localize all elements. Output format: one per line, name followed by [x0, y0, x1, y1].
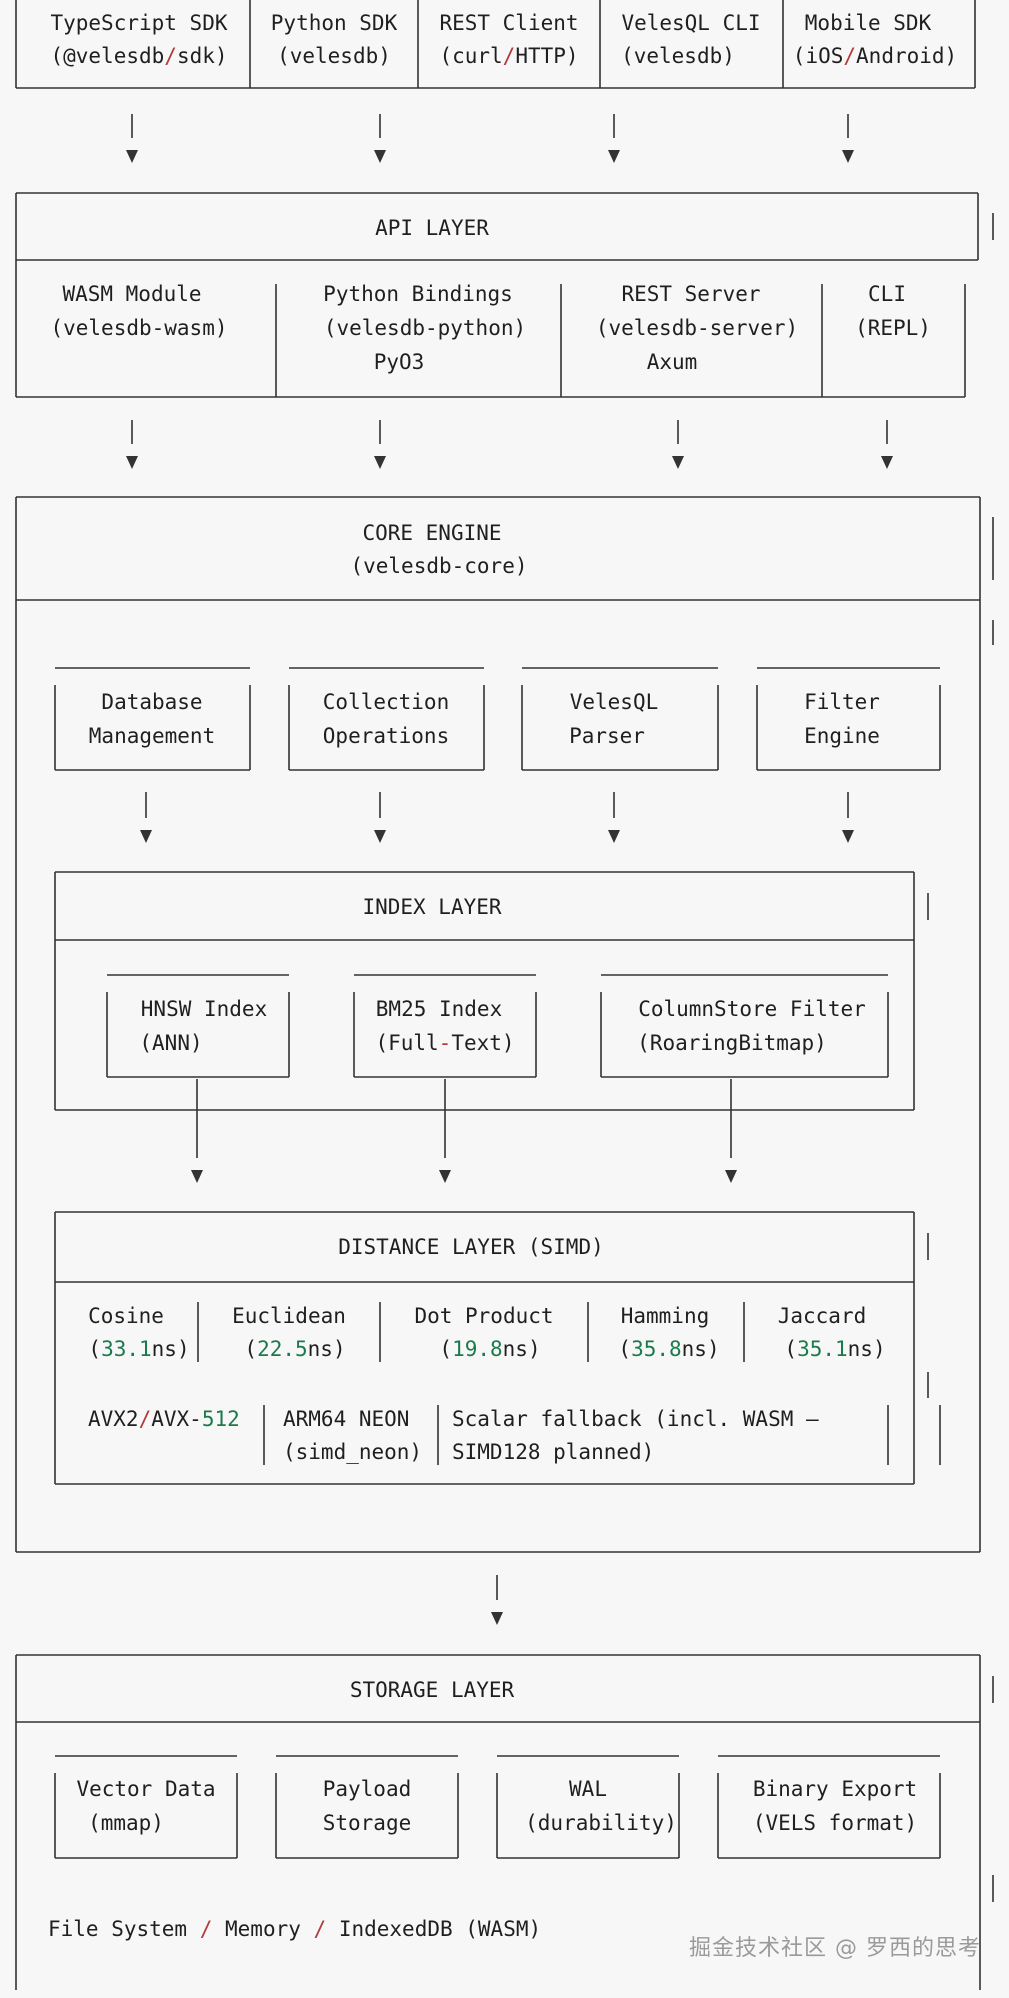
core-module-collection: Collection Operations	[288, 667, 485, 771]
client-python-name: Python SDK	[271, 11, 398, 35]
storage-vector-data: Vector Data (mmap)	[54, 1755, 238, 1859]
api-cli-name: CLI	[868, 282, 906, 306]
index-columnstore-name: ColumnStore Filter	[638, 997, 866, 1021]
core-module-collection-line1: Collection	[323, 690, 449, 714]
storage-payload-line2: Storage	[323, 1811, 412, 1835]
distance-layer: DISTANCE LAYER (SIMD) Cosine (33.1ns) Eu…	[54, 1211, 941, 1485]
api-layer: API LAYER WASM Module (velesdb-wasm) Pyt…	[15, 192, 994, 398]
index-bm25-sub: (Full-Text)	[375, 1031, 514, 1055]
storage-binary-export-line1: Binary Export	[753, 1777, 917, 1801]
api-rest-name: REST Server	[621, 282, 760, 306]
storage-layer-title: STORAGE LAYER	[350, 1678, 515, 1702]
arrows-modules-to-index	[140, 792, 854, 843]
api-cli-sub: (REPL)	[855, 316, 931, 340]
core-module-filter-line2: Engine	[804, 724, 880, 748]
index-hnsw-sub: (ANN)	[139, 1031, 202, 1055]
arrows-clients-to-api	[126, 114, 854, 163]
core-module-database-line1: Database	[101, 690, 202, 714]
api-rest-sub: (velesdb-server)	[596, 316, 798, 340]
api-python-extra: PyO3	[374, 350, 425, 374]
api-wasm-name: WASM Module	[62, 282, 201, 306]
core-module-database-line2: Management	[89, 724, 215, 748]
metric-euclidean-name: Euclidean	[232, 1304, 346, 1328]
storage-layer: STORAGE LAYER Vector Data (mmap) Payload…	[15, 1654, 994, 1990]
core-module-collection-line2: Operations	[323, 724, 449, 748]
core-engine-subtitle: (velesdb-core)	[350, 554, 527, 578]
watermark: 掘金技术社区 @ 罗西的思考	[689, 1936, 981, 1961]
arrows-api-to-core	[126, 420, 893, 469]
index-hnsw: HNSW Index (ANN)	[106, 974, 290, 1078]
metric-hamming-value: (35.8ns)	[618, 1337, 719, 1361]
client-typescript-name: TypeScript SDK	[50, 11, 227, 35]
api-wasm-sub: (velesdb-wasm)	[50, 316, 227, 340]
storage-vector-data-line2: (mmap)	[88, 1811, 164, 1835]
client-typescript-sub: (@velesdb/sdk)	[50, 44, 227, 68]
simd-scalar-line1: Scalar fallback (incl. WASM —	[452, 1407, 819, 1431]
core-module-filter-line1: Filter	[804, 690, 880, 714]
client-python-sub: (velesdb)	[277, 44, 391, 68]
metric-jaccard-value: (35.1ns)	[784, 1337, 885, 1361]
distance-simd-row: AVX2/AVX-512 ARM64 NEON (simd_neon) Scal…	[88, 1405, 941, 1465]
index-columnstore: ColumnStore Filter (RoaringBitmap)	[600, 974, 889, 1078]
arrow-core-to-storage	[491, 1575, 503, 1625]
index-layer: INDEX LAYER HNSW Index (ANN) BM25 Index …	[54, 871, 929, 1111]
storage-binary-export: Binary Export (VELS format)	[717, 1755, 941, 1859]
index-bm25-name: BM25 Index	[376, 997, 502, 1021]
core-engine-title: CORE ENGINE	[362, 521, 501, 545]
api-python-name: Python Bindings	[323, 282, 513, 306]
simd-scalar-line2: SIMD128 planned)	[452, 1440, 654, 1464]
client-velesql-name: VelesQL CLI	[621, 11, 760, 35]
core-module-velesql: VelesQL Parser	[521, 667, 719, 771]
storage-payload-line1: Payload	[323, 1777, 412, 1801]
index-layer-title: INDEX LAYER	[362, 895, 501, 919]
api-rest-extra: Axum	[647, 350, 698, 374]
client-row: TypeScript SDK (@velesdb/sdk) Python SDK…	[15, 0, 976, 89]
client-mobile-name: Mobile SDK	[805, 11, 932, 35]
distance-layer-title: DISTANCE LAYER (SIMD)	[338, 1235, 604, 1259]
metric-cosine-name: Cosine	[88, 1304, 164, 1328]
distance-metrics-row: Cosine (33.1ns) Euclidean (22.5ns) Dot P…	[88, 1302, 886, 1362]
simd-neon-sub: (simd_neon)	[283, 1440, 422, 1464]
storage-wal-line1: WAL	[569, 1777, 607, 1801]
metric-cosine-value: (33.1ns)	[88, 1337, 189, 1361]
core-engine: CORE ENGINE (velesdb-core) Database Mana…	[15, 496, 994, 1553]
simd-neon: ARM64 NEON	[283, 1407, 409, 1431]
index-hnsw-name: HNSW Index	[141, 997, 267, 1021]
metric-hamming-name: Hamming	[621, 1304, 710, 1328]
core-module-velesql-line1: VelesQL	[570, 690, 659, 714]
core-module-database: Database Management	[54, 667, 251, 771]
api-python-sub: (velesdb-python)	[324, 316, 526, 340]
storage-binary-export-line2: (VELS format)	[753, 1811, 917, 1835]
metric-dot-product-name: Dot Product	[414, 1304, 553, 1328]
index-bm25: BM25 Index (Full-Text)	[353, 974, 537, 1078]
core-module-filter: Filter Engine	[756, 667, 941, 771]
index-columnstore-sub: (RoaringBitmap)	[637, 1031, 827, 1055]
storage-vector-data-line1: Vector Data	[76, 1777, 215, 1801]
storage-wal: WAL (durability)	[496, 1755, 680, 1859]
simd-avx: AVX2/AVX-512	[88, 1407, 240, 1431]
client-rest-sub: (curl/HTTP)	[439, 44, 578, 68]
api-layer-title: API LAYER	[375, 216, 489, 240]
core-module-velesql-line2: Parser	[569, 724, 645, 748]
client-velesql-sub: (velesdb)	[621, 44, 735, 68]
client-rest-name: REST Client	[439, 11, 578, 35]
client-mobile-sub: (iOS/Android)	[793, 44, 957, 68]
storage-wal-line2: (durability)	[525, 1811, 677, 1835]
metric-euclidean-value: (22.5ns)	[244, 1337, 345, 1361]
arrows-index-to-distance	[191, 1079, 737, 1183]
storage-payload: Payload Storage	[275, 1755, 459, 1859]
storage-footer: File System / Memory / IndexedDB (WASM)	[48, 1917, 541, 1941]
metric-jaccard-name: Jaccard	[778, 1304, 867, 1328]
metric-dot-product-value: (19.8ns)	[439, 1337, 540, 1361]
